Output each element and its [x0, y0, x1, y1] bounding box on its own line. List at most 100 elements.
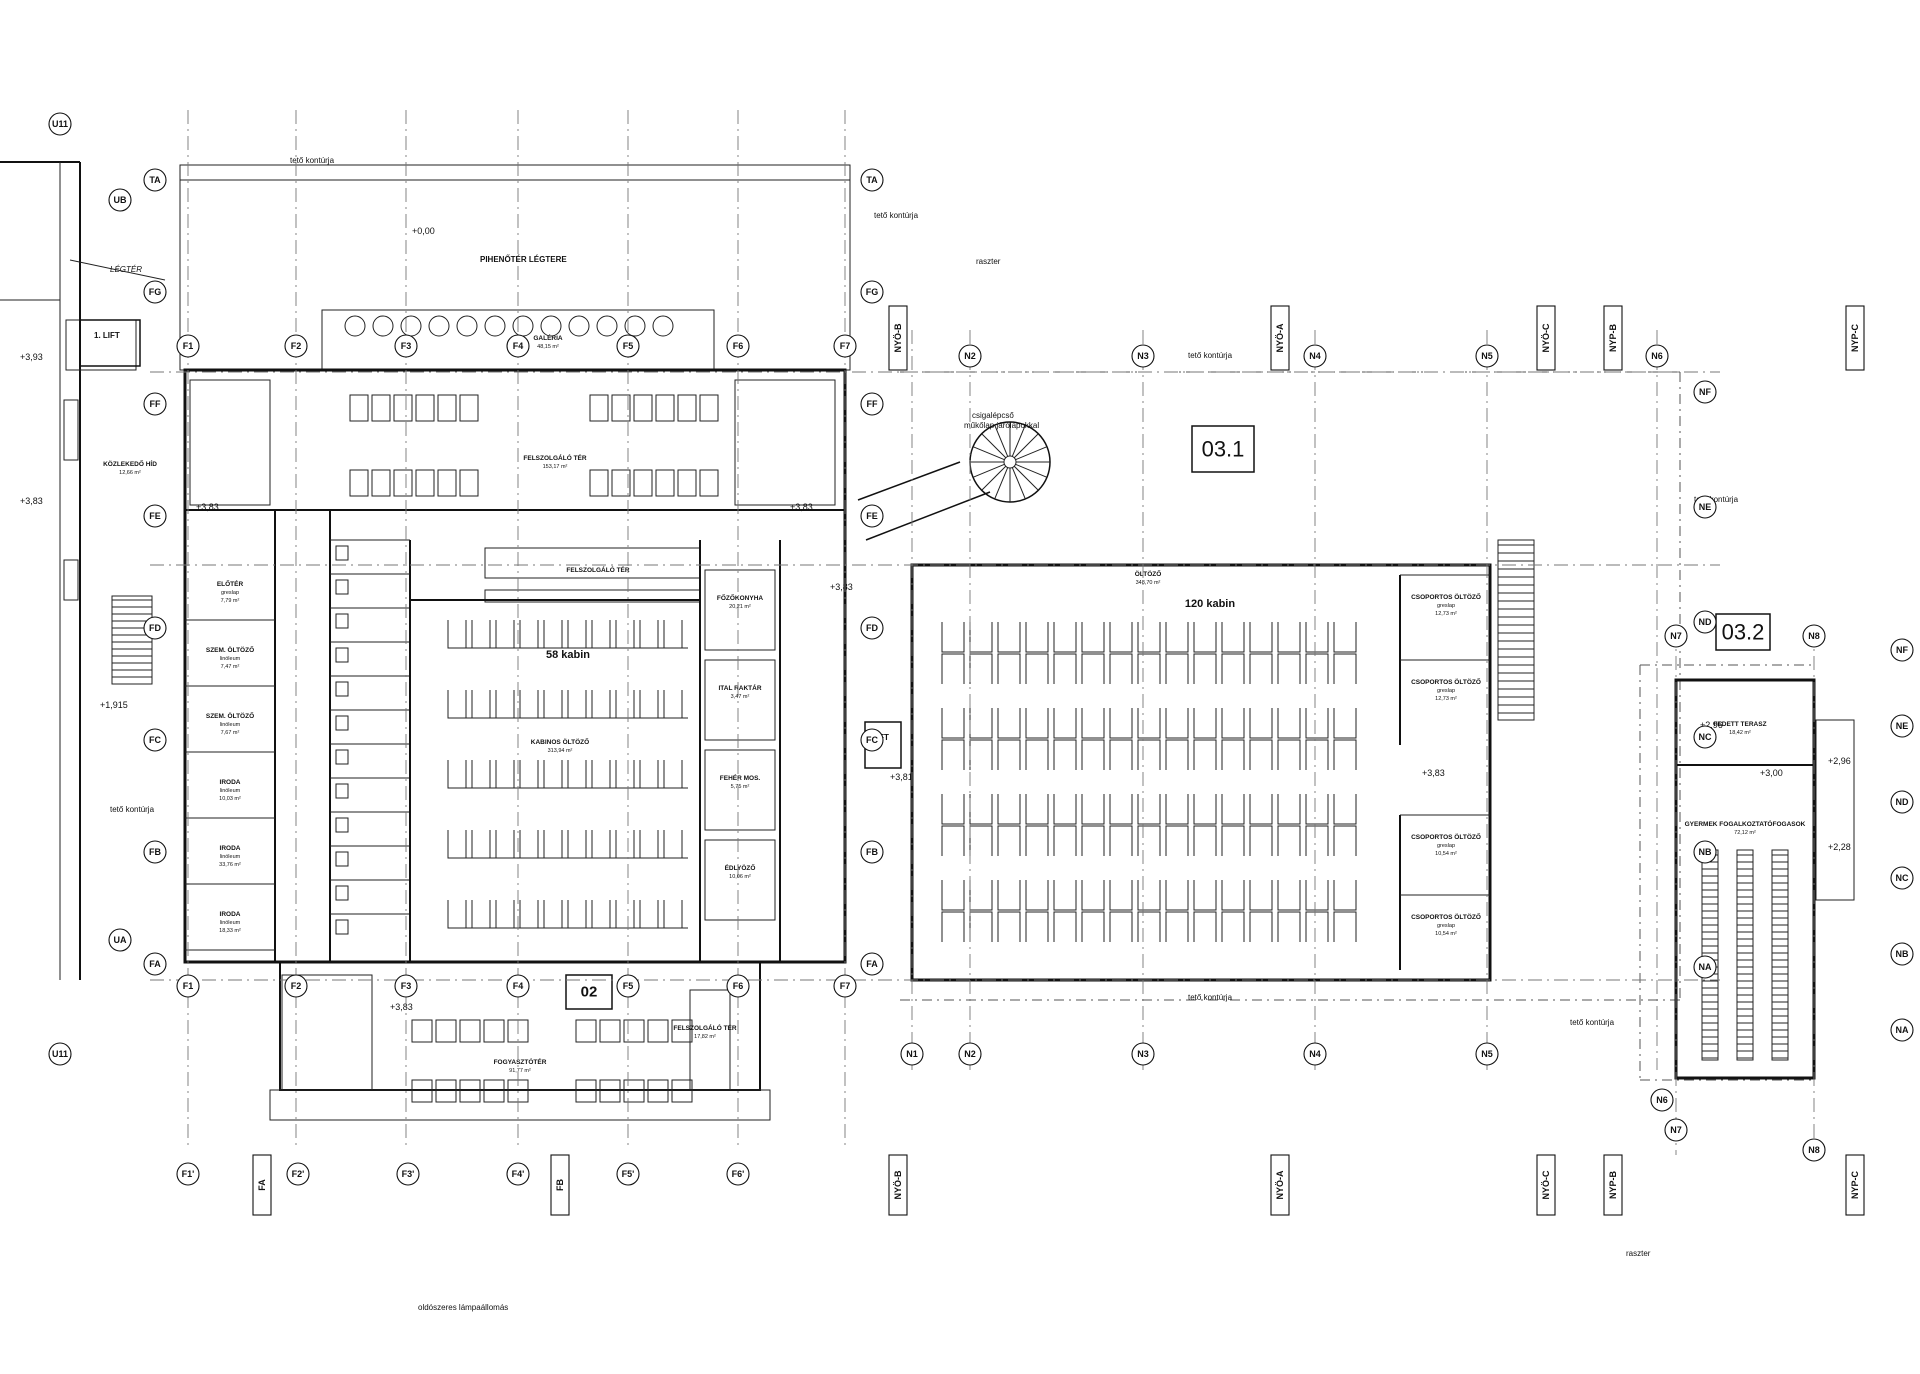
cabin — [1333, 794, 1357, 825]
eating-table — [483, 1079, 505, 1103]
room-area: 10,06 m² — [729, 874, 751, 880]
grid-bubble: F5 — [616, 334, 640, 358]
grid-bubble: FB — [860, 840, 884, 864]
cabin — [1025, 794, 1049, 825]
svg-text:TA: TA — [866, 175, 878, 185]
cabin — [639, 760, 659, 789]
dining-table — [633, 394, 653, 422]
cabin — [1305, 911, 1329, 942]
axis-tag: NYÖ-A — [1270, 305, 1290, 371]
cabin — [1109, 794, 1133, 825]
level-mark: +3,83 — [830, 582, 853, 592]
svg-text:N8: N8 — [1808, 631, 1820, 641]
grid-bubble: F1 — [176, 334, 200, 358]
svg-text:F3: F3 — [401, 981, 412, 991]
cabin — [663, 690, 683, 719]
roof-note: tető kontúrja — [1694, 495, 1739, 504]
cabin — [1221, 708, 1245, 739]
axis-tag: FA — [252, 1154, 272, 1216]
room-floor: linóleum — [220, 788, 241, 794]
cabin — [543, 690, 563, 719]
zone-03-2: 03.2 — [1722, 620, 1765, 645]
cabin — [615, 900, 635, 929]
grid-bubble: NF — [1890, 638, 1914, 662]
cabin — [1333, 911, 1357, 942]
svg-text:FC: FC — [866, 735, 878, 745]
room-area: 33,76 m² — [219, 862, 241, 868]
svg-text:NYP-C: NYP-C — [1850, 324, 1860, 353]
cabin — [663, 830, 683, 859]
cabin — [1193, 739, 1217, 770]
cabin — [1221, 739, 1245, 770]
room-label: FŐZŐKONYHA — [717, 593, 764, 602]
room-floor: linóleum — [220, 656, 241, 662]
svg-text:F5: F5 — [623, 981, 634, 991]
cabin — [969, 825, 993, 856]
fixture — [335, 715, 349, 731]
cabin — [447, 620, 467, 649]
svg-text:N2: N2 — [964, 351, 976, 361]
cabin — [1025, 739, 1049, 770]
grid-bubble: UA — [108, 928, 132, 952]
grid-bubble: ND — [1890, 790, 1914, 814]
grid-bubble: N7 — [1664, 624, 1688, 648]
room-floor: greslap — [1437, 843, 1455, 849]
cabin — [1165, 880, 1189, 911]
dining-table — [589, 394, 609, 422]
cabin — [1249, 708, 1273, 739]
roof-note: tető kontúrja — [110, 805, 155, 814]
svg-text:F1: F1 — [183, 981, 194, 991]
fixture — [335, 783, 349, 799]
room-label: CSOPORTOS ÖLTÖZŐ — [1411, 832, 1481, 841]
cabin — [567, 830, 587, 859]
dining-table — [393, 469, 413, 497]
spiral-stair: csigalépcső műkőlap járólapokkal — [857, 411, 1051, 541]
lift1-label: 1. LIFT — [94, 331, 120, 340]
cabin — [495, 620, 515, 649]
cabin — [1305, 825, 1329, 856]
dining-table — [437, 469, 457, 497]
cabin — [1221, 911, 1245, 942]
svg-text:NE: NE — [1699, 502, 1712, 512]
grid-bubble: F2' — [286, 1162, 310, 1186]
cabin — [615, 760, 635, 789]
dining-table — [677, 469, 697, 497]
grid-bubble: NE — [1693, 495, 1717, 519]
svg-text:NC: NC — [1699, 732, 1712, 742]
cabin — [1053, 708, 1077, 739]
svg-text:FD: FD — [866, 623, 878, 633]
cabin — [997, 880, 1021, 911]
grid-bubble: NB — [1890, 942, 1914, 966]
level-mark: +3,83 — [20, 496, 43, 506]
cabin — [997, 794, 1021, 825]
room-area: 313,94 m² — [548, 748, 573, 754]
cabin — [615, 830, 635, 859]
cabin — [1277, 708, 1301, 739]
svg-text:NYP-B: NYP-B — [1608, 324, 1618, 353]
grid-bubble: N4 — [1303, 344, 1327, 368]
level-mark: +3,83 — [196, 502, 219, 512]
room-floor: greslap — [1437, 603, 1455, 609]
svg-text:U11: U11 — [52, 1049, 68, 1059]
grid-bubble: N1 — [900, 1042, 924, 1066]
west-wing: 1. LIFT KÖZLEKEDŐ HÍD 12,66 m² +3,93 +3,… — [0, 161, 166, 980]
dining-table — [437, 394, 457, 422]
svg-text:F3': F3' — [402, 1169, 415, 1179]
fixture — [335, 545, 349, 561]
svg-text:NA: NA — [1699, 962, 1712, 972]
cabin — [1053, 825, 1077, 856]
cabin — [1165, 911, 1189, 942]
cabin — [1305, 708, 1329, 739]
grid-bubble: FC — [143, 728, 167, 752]
grid-bubble: FD — [143, 616, 167, 640]
grid-bubble: F6 — [726, 974, 750, 998]
svg-text:NYP-C: NYP-C — [1850, 1171, 1860, 1200]
room-area: 153,17 m² — [543, 464, 568, 470]
fixture — [335, 647, 349, 663]
grid-bubble: NF — [1693, 380, 1717, 404]
grid-bubble: N8 — [1802, 1138, 1826, 1162]
room-area: 7,67 m² — [221, 730, 240, 736]
zone-03-1: 03.1 — [1202, 437, 1245, 462]
grid-bubble: N5 — [1475, 1042, 1499, 1066]
dining-table — [655, 469, 675, 497]
